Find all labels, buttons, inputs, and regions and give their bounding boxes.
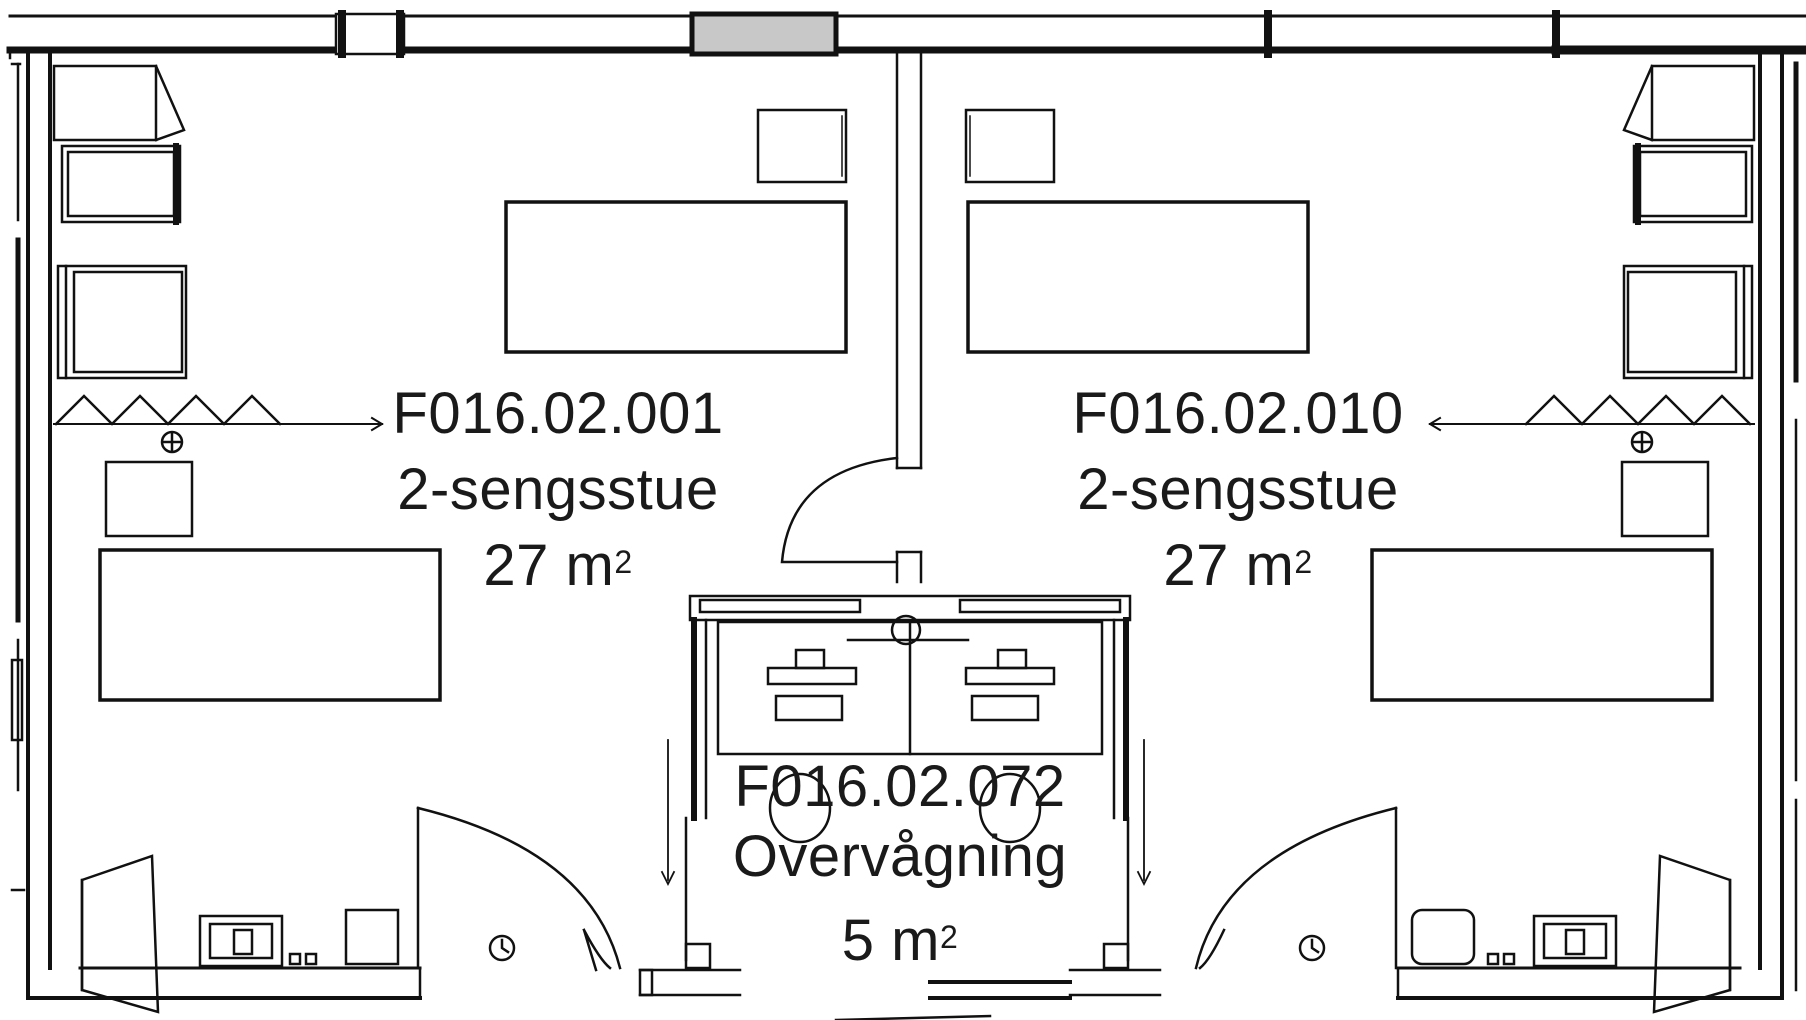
room-name: 2-sengsstue — [1077, 457, 1399, 522]
room-id: F016.02.010 — [1072, 381, 1404, 446]
room-id: F016.02.001 — [392, 381, 724, 446]
bottom-wall — [26, 966, 1784, 1020]
left-wall — [10, 52, 52, 1000]
partition-wall — [780, 52, 923, 584]
right-room-furniture — [964, 64, 1756, 1014]
room-name: 2-sengsstue — [397, 457, 719, 522]
left-room-furniture — [52, 64, 848, 1014]
observation-room — [660, 594, 1152, 984]
top-exterior-wall — [6, 10, 1806, 60]
right-wall — [1758, 52, 1799, 1000]
room-area: 5 m2 — [841, 908, 959, 973]
room-area: 27 m2 — [483, 533, 633, 598]
room-area: 27 m2 — [1163, 533, 1313, 598]
room-label-f016-02-010: F016.02.010 2-sengsstue 27 m2 — [1068, 376, 1408, 604]
room-label-f016-02-072: F016.02.072 Overvågning 5 m2 — [710, 752, 1090, 976]
window-grey — [689, 11, 839, 57]
room-name: Overvågning — [732, 824, 1068, 889]
room-id: F016.02.072 — [734, 754, 1066, 819]
room-label-f016-02-001: F016.02.001 2-sengsstue 27 m2 — [388, 376, 728, 604]
